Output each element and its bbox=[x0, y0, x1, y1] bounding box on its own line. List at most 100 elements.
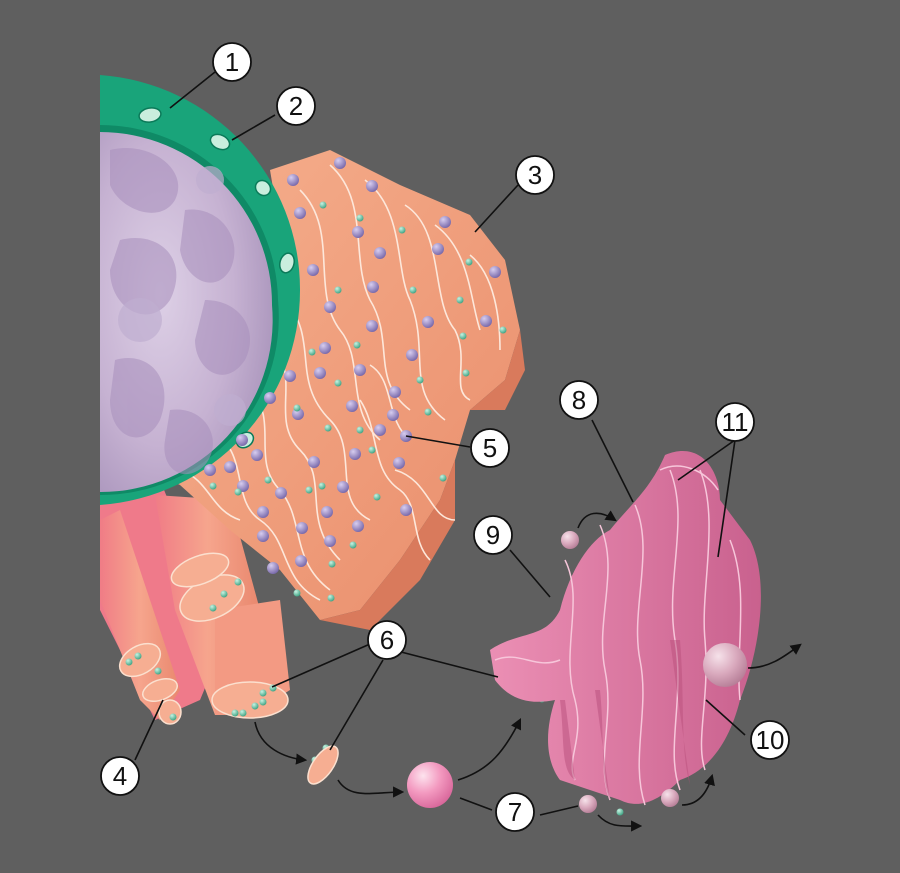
callout-number: 10 bbox=[756, 725, 785, 755]
protein-dot bbox=[259, 689, 267, 697]
ribosome bbox=[292, 408, 304, 420]
protein-dot bbox=[356, 426, 364, 434]
protein-dot bbox=[328, 560, 336, 568]
protein-dot bbox=[293, 404, 301, 412]
callout-1: 1 bbox=[212, 42, 252, 82]
flow-arrows bbox=[254, 510, 802, 832]
callout-8: 8 bbox=[559, 380, 599, 420]
protein-dot bbox=[459, 332, 467, 340]
protein-dot bbox=[293, 589, 301, 597]
protein-dot bbox=[334, 379, 342, 387]
ribosome bbox=[489, 266, 501, 278]
ribosome bbox=[349, 448, 361, 460]
callout-4: 4 bbox=[100, 756, 140, 796]
ribosome bbox=[406, 349, 418, 361]
callout-6: 6 bbox=[367, 620, 407, 660]
protein-dot bbox=[319, 201, 327, 209]
ribosome bbox=[307, 264, 319, 276]
ribosome bbox=[439, 216, 451, 228]
protein-dot bbox=[349, 541, 357, 549]
protein-dot bbox=[239, 709, 247, 717]
ribosome bbox=[366, 180, 378, 192]
protein-dot bbox=[373, 493, 381, 501]
protein-dot bbox=[154, 667, 162, 675]
callout-number: 7 bbox=[508, 797, 522, 827]
ribosome bbox=[267, 562, 279, 574]
protein-dot bbox=[259, 698, 267, 706]
protein-dot bbox=[424, 408, 432, 416]
ribosome bbox=[237, 480, 249, 492]
protein-dot bbox=[234, 578, 242, 586]
ribosome bbox=[374, 424, 386, 436]
callout-10: 10 bbox=[750, 720, 790, 760]
callout-number: 2 bbox=[289, 91, 303, 121]
protein-dot bbox=[416, 376, 424, 384]
callout-9: 9 bbox=[473, 515, 513, 555]
callout-circle bbox=[750, 720, 790, 760]
protein-dot bbox=[169, 713, 177, 721]
ribosome bbox=[296, 522, 308, 534]
nucleus bbox=[100, 75, 301, 505]
ribosome bbox=[294, 207, 306, 219]
ribosome bbox=[367, 281, 379, 293]
protein-dot bbox=[209, 604, 217, 612]
protein-dot bbox=[308, 348, 316, 356]
ribosome bbox=[264, 392, 276, 404]
ribosome bbox=[251, 449, 263, 461]
ribosome bbox=[393, 457, 405, 469]
callout-number: 1 bbox=[225, 47, 239, 77]
protein-dot bbox=[125, 658, 133, 666]
ribosome bbox=[352, 226, 364, 238]
ribosome bbox=[324, 535, 336, 547]
ribosome bbox=[432, 243, 444, 255]
protein-dot bbox=[465, 258, 473, 266]
protein-dot bbox=[264, 476, 272, 484]
ribosome bbox=[287, 174, 299, 186]
protein-dot bbox=[368, 446, 376, 454]
callout-circle bbox=[559, 380, 599, 420]
callout-7: 7 bbox=[495, 792, 535, 832]
protein-dot bbox=[305, 486, 313, 494]
callout-11: 11 bbox=[715, 402, 755, 442]
callout-circle bbox=[470, 428, 510, 468]
callout-number: 5 bbox=[483, 433, 497, 463]
protein-dot bbox=[234, 488, 242, 496]
protein-dot bbox=[616, 808, 624, 816]
transport-vesicles bbox=[307, 531, 747, 813]
callout-circle bbox=[212, 42, 252, 82]
ribosome bbox=[334, 157, 346, 169]
ribosome bbox=[400, 504, 412, 516]
ribosome bbox=[387, 409, 399, 421]
ribosome bbox=[422, 316, 434, 328]
protein-dot bbox=[209, 482, 217, 490]
protein-dot bbox=[409, 286, 417, 294]
callout-circle bbox=[495, 792, 535, 832]
ribosome bbox=[284, 370, 296, 382]
callout-5: 5 bbox=[470, 428, 510, 468]
callout-number: 6 bbox=[380, 625, 394, 655]
ribosome bbox=[321, 506, 333, 518]
protein-dot bbox=[439, 474, 447, 482]
protein-dot bbox=[334, 286, 342, 294]
golgi-apparatus bbox=[490, 451, 761, 806]
protein-dot bbox=[456, 296, 464, 304]
ribosome bbox=[480, 315, 492, 327]
callout-number: 9 bbox=[486, 520, 500, 550]
ribosome bbox=[346, 400, 358, 412]
ribosome bbox=[352, 520, 364, 532]
protein-dot bbox=[220, 590, 228, 598]
ribosome bbox=[295, 555, 307, 567]
callout-circle bbox=[515, 155, 555, 195]
ribosome bbox=[236, 434, 248, 446]
protein-dot bbox=[324, 424, 332, 432]
ribosome bbox=[389, 386, 401, 398]
callout-circle bbox=[100, 756, 140, 796]
protein-dot bbox=[499, 326, 507, 334]
protein-dot bbox=[231, 709, 239, 717]
ribosome bbox=[257, 530, 269, 542]
ribosome bbox=[366, 320, 378, 332]
ribosome bbox=[224, 461, 236, 473]
ribosome bbox=[275, 487, 287, 499]
